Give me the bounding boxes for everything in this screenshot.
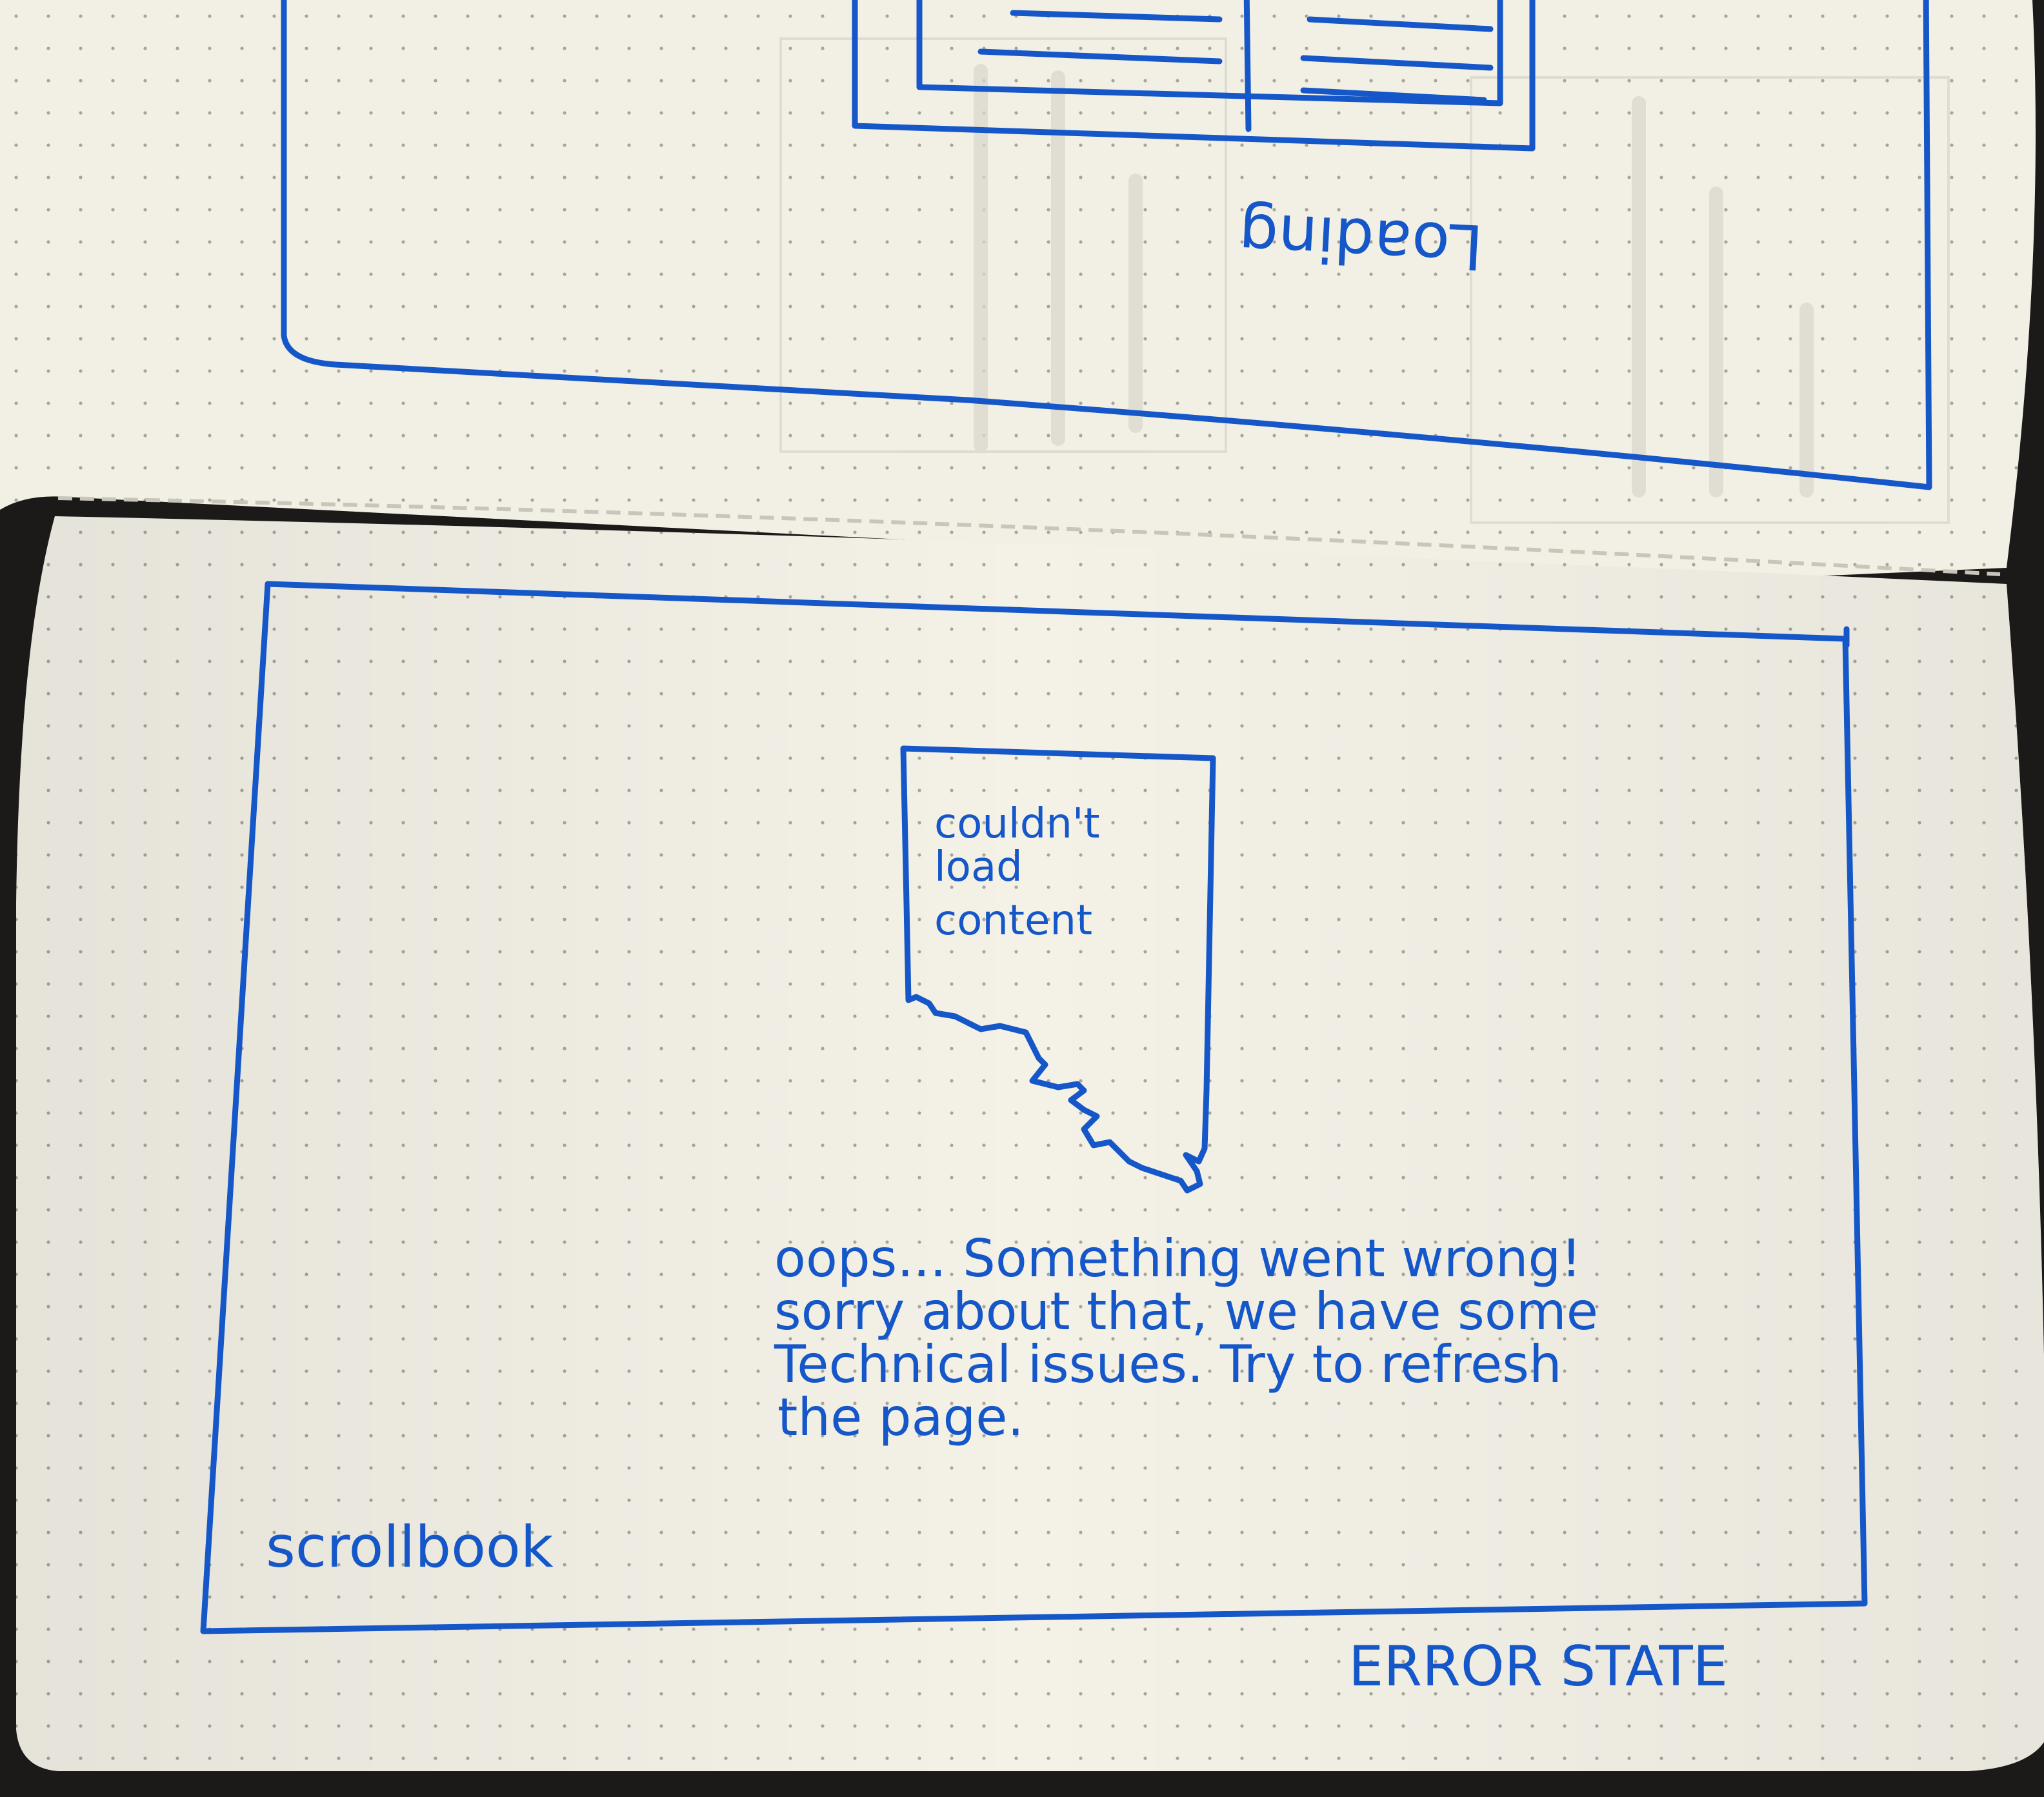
svg-text:the page.: the page.: [777, 1387, 1024, 1447]
top-screen-frame: [281, 0, 1932, 490]
svg-text:load: load: [934, 843, 1023, 891]
top-page: Loading: [0, 0, 2036, 581]
loading-label: Loading: [1237, 198, 1485, 283]
svg-text:Technical issues. Try to refre: Technical issues. Try to refresh: [774, 1334, 1562, 1394]
top-divider: [1243, 0, 1252, 132]
notebook-gutter: [57, 496, 2001, 576]
bottom-page: couldn't load content oops... Something …: [16, 516, 2044, 1771]
top-inner-box: [916, 0, 1503, 106]
svg-text:couldn't: couldn't: [934, 800, 1100, 848]
svg-text:oops... Something went wrong!: oops... Something went wrong!: [774, 1229, 1581, 1289]
error-description: oops... Something went wrong! sorry abou…: [774, 1229, 1598, 1447]
screen-label: ERROR STATE: [1348, 1634, 1728, 1699]
top-list-lines: [977, 10, 1494, 103]
top-content-frame: [852, 0, 1536, 152]
error-card-message: couldn't load content: [934, 800, 1100, 945]
error-screen-frame: [200, 581, 1868, 1634]
svg-text:content: content: [934, 897, 1092, 945]
ghost-bleed-through: [779, 37, 1950, 524]
error-card-torn: [900, 745, 1216, 1194]
svg-text:sorry about that, we have some: sorry about that, we have some: [774, 1281, 1598, 1341]
brand-logo-text: scrollbook: [266, 1514, 554, 1580]
